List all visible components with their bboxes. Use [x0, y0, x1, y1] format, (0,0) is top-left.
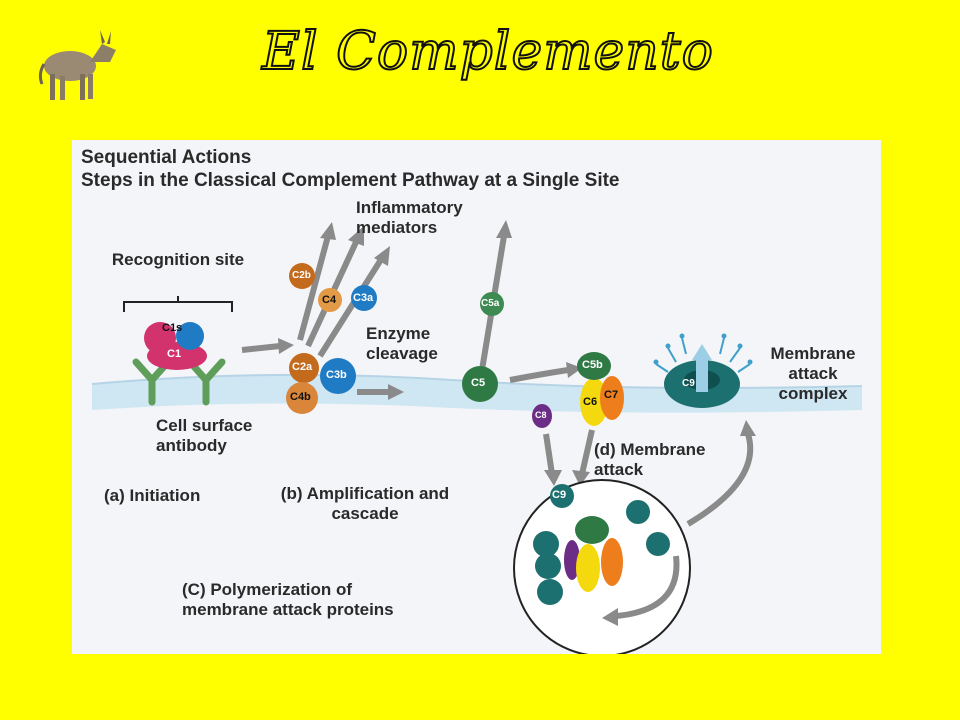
label-membrane-attack-complex: Membrane attack complex [770, 344, 856, 403]
c5b-molecule [577, 352, 611, 380]
label-amplification: (b) Amplification and cascade [280, 484, 450, 523]
c3a-molecule [351, 285, 377, 311]
arrow-mediator-1 [297, 235, 331, 341]
arrow-poly-to-mac [686, 433, 754, 527]
arrow-to-poly-1 [543, 433, 555, 475]
arrow-to-poly-2 [579, 429, 595, 475]
c1s-label: C1s [162, 322, 183, 334]
c9-label: C9 [552, 489, 567, 501]
c8-label: C8 [535, 410, 547, 420]
heading-line-1: Sequential Actions [81, 147, 252, 168]
label-cell-surface-antibody: Cell surface antibody [156, 416, 253, 455]
c2b-molecule [289, 263, 315, 289]
arrow-poly-curve [615, 555, 680, 619]
label-initiation: (a) Initiation [104, 486, 201, 505]
label-polymerization: (C) Polymerization of membrane attack pr… [182, 580, 394, 619]
c2a-molecule [289, 353, 319, 383]
c8-free [532, 404, 552, 428]
label-enzyme-cleavage: Enzyme cleavage [366, 324, 438, 363]
c6-label: C6 [583, 396, 598, 408]
c1-label: C1 [167, 348, 182, 360]
c3b-molecule [320, 358, 356, 394]
c2a-label: C2a [292, 361, 313, 373]
mac-c9-label: C9 [682, 378, 695, 389]
c2b-label: C2b [292, 270, 311, 281]
c7-label: C7 [604, 389, 619, 401]
antibody-left [132, 358, 226, 406]
c4-molecule [318, 288, 342, 312]
c5-label: C5 [471, 377, 486, 389]
heading-line-2: Steps in the Classical Complement Pathwa… [81, 170, 620, 191]
label-inflammatory-mediators: Inflammatory mediators [356, 198, 463, 237]
c5a-label: C5a [481, 298, 500, 309]
recognition-bracket [123, 296, 233, 312]
pathway-diagram: Sequential Actions Steps in the Classica… [72, 140, 881, 654]
c4b-molecule [286, 382, 318, 414]
arrow-a-to-b [241, 343, 281, 353]
c4-label: C4 [322, 294, 337, 306]
c5-molecule [462, 366, 498, 402]
arrow-mediator-3 [317, 256, 385, 358]
c3b-label: C3b [326, 369, 347, 381]
c4b-label: C4b [290, 391, 311, 403]
c3a-label: C3a [353, 292, 374, 304]
arrow-c5-to-c5b [509, 367, 569, 383]
c5b-label: C5b [582, 359, 603, 371]
page-title: El Complemento [261, 21, 714, 83]
donkey-icon [38, 30, 116, 100]
label-recognition-site: Recognition site [111, 250, 245, 269]
c5a-molecule [480, 292, 504, 316]
c7-molecule [600, 376, 624, 420]
label-membrane-attack: (d) Membrane attack [594, 440, 706, 479]
